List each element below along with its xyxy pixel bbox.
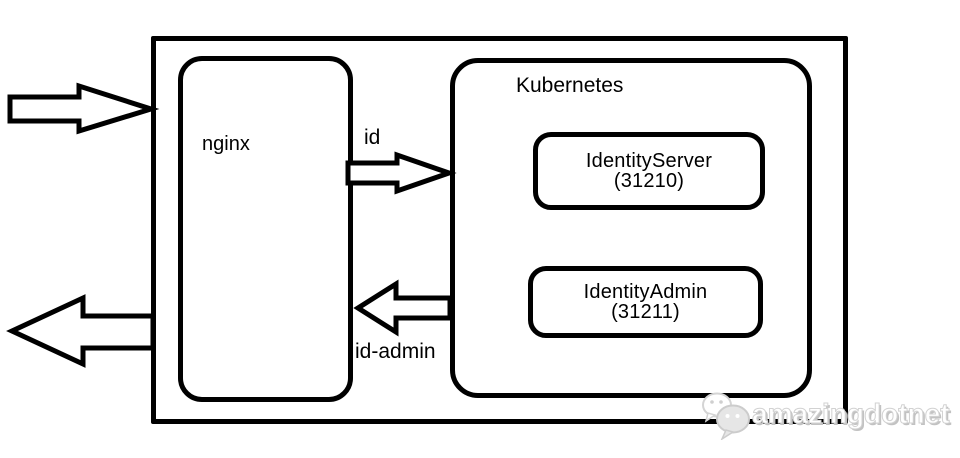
nginx-label: nginx <box>202 133 250 155</box>
id-route-arrow <box>345 151 457 195</box>
identityadmin-box: IdentityAdmin (31211) <box>528 266 763 338</box>
id-admin-route-label: id-admin <box>355 340 436 363</box>
watermark-text: amazingdotnet <box>752 398 951 430</box>
identityserver-box: IdentityServer (31210) <box>533 132 765 210</box>
identityadmin-port: (31211) <box>611 301 680 323</box>
nginx-box <box>178 56 353 402</box>
watermark: amazingdotnet <box>700 392 950 440</box>
kubernetes-box <box>450 58 812 398</box>
id-route-label: id <box>364 126 381 149</box>
outgoing-response-arrow <box>6 294 156 368</box>
identityserver-name: IdentityServer <box>585 149 713 172</box>
identityserver-port: (31210) <box>613 170 685 192</box>
incoming-request-arrow <box>7 82 160 135</box>
id-admin-route-arrow <box>353 279 453 337</box>
identityadmin-name: IdentityAdmin <box>583 280 708 303</box>
kubernetes-label: Kubernetes <box>516 74 624 97</box>
wechat-icon <box>702 392 750 440</box>
